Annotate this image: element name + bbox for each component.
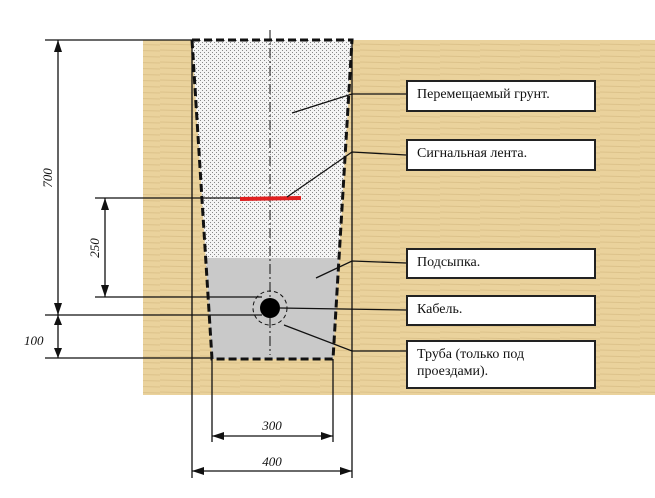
label-bedding: Подсыпка. [406,248,596,279]
label-pipe: Труба (только под проездами). [406,340,596,389]
label-tape: Сигнальная лента. [406,139,596,171]
dim-250: 250 [87,238,102,258]
dimension-arrows [54,40,352,475]
cable [260,298,280,318]
label-soil: Перемещаемый грунт. [406,80,596,112]
dim-400: 400 [262,454,282,469]
dim-100: 100 [24,333,44,348]
signal-tape [239,196,302,201]
label-cable: Кабель. [406,295,596,326]
dim-300: 300 [261,418,282,433]
dim-700: 700 [40,168,55,188]
